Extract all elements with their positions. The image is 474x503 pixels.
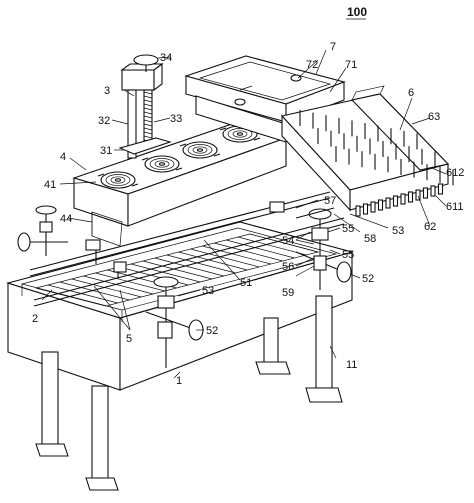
screw-thread [143,95,153,99]
screw-thread [143,115,153,119]
label-34: 34 [160,52,172,64]
bottom-fin [430,185,436,197]
adjust-knob-left[interactable] [17,205,68,256]
label-1: 1 [176,375,182,387]
label-63: 63 [428,111,440,123]
label-53-front: 53 [202,285,214,297]
screw-thread [143,99,153,103]
label-611: 611 [446,201,464,213]
label-5: 5 [126,333,132,345]
fan-icon [97,171,139,189]
screw-thread [143,107,153,111]
label-55-lower: 55 [342,249,354,261]
label-52-right: 52 [362,273,374,285]
cooling-rack [280,85,450,212]
screw-thread [143,131,153,135]
label-55-upper: 55 [342,223,354,235]
label-71: 71 [345,59,357,71]
belt-slat [47,284,118,304]
bottom-fin [437,183,444,195]
label-72: 72 [306,59,318,71]
belt-slat [154,257,224,277]
screw-thread [143,91,153,95]
bottom-fin [385,197,391,209]
label-53-right: 53 [392,225,404,237]
label-3: 3 [104,85,110,97]
belt-slat [131,263,201,283]
label-54: 54 [282,235,294,247]
belt-slat [83,275,154,295]
bottom-fins [355,183,444,217]
bottom-fin [392,195,399,207]
belt-slat [249,233,319,253]
leader-lines [41,49,447,379]
label-32: 32 [98,115,110,127]
guide-rails [29,191,345,307]
label-62: 62 [424,221,436,233]
figure-number: 100 [347,5,367,19]
bottom-fin [370,201,376,213]
label-58: 58 [364,233,376,245]
belt-slat [178,251,248,271]
label-59: 59 [282,287,294,299]
label-52-front: 52 [206,325,218,337]
bottom-fin [377,199,384,211]
adjust-knob-right[interactable] [295,207,352,290]
bottom-fin [362,203,369,215]
label-44: 44 [60,213,72,225]
screw-thread [143,123,153,127]
label-2: 2 [32,313,38,325]
screw-thread [143,119,153,123]
reference-numerals: 7 72 71 34 3 32 33 31 4 41 44 6 63 612 6… [32,41,464,387]
screw-thread [143,135,153,139]
belt-slat [190,248,260,268]
bottom-fin [422,187,429,199]
belt-slat [226,239,295,259]
support-legs [35,295,343,491]
bottom-fin [415,189,421,201]
label-56: 56 [282,261,294,273]
cooling-pins [299,110,454,186]
label-4: 4 [60,151,66,163]
label-33: 33 [170,113,182,125]
label-41: 41 [44,179,56,191]
belt-slat [214,242,283,262]
screw-thread [143,127,153,131]
label-11: 11 [346,359,357,371]
base-frame [6,221,355,391]
lift-post [118,54,172,159]
label-612: 612 [446,167,464,179]
belt-slat [142,260,213,280]
label-6: 6 [408,87,414,99]
belt-slat [238,236,307,256]
label-7: 7 [330,41,336,53]
bottom-fin [407,191,414,203]
cooling-fans [97,125,261,189]
belt-slat [95,272,165,292]
fan-icon [179,141,221,159]
screw-thread [143,111,153,115]
belt-slat [202,245,271,265]
label-57: 57 [324,195,336,207]
screw-thread [143,103,153,107]
belt-slat [71,278,142,298]
bottom-fin [355,205,361,217]
label-31: 31 [100,145,112,157]
belt-slat [166,254,236,274]
belt-slat [59,281,130,301]
fan-icon [141,155,183,173]
bottom-fin [400,193,406,205]
label-51: 51 [240,277,252,289]
belt-slat [35,287,107,307]
